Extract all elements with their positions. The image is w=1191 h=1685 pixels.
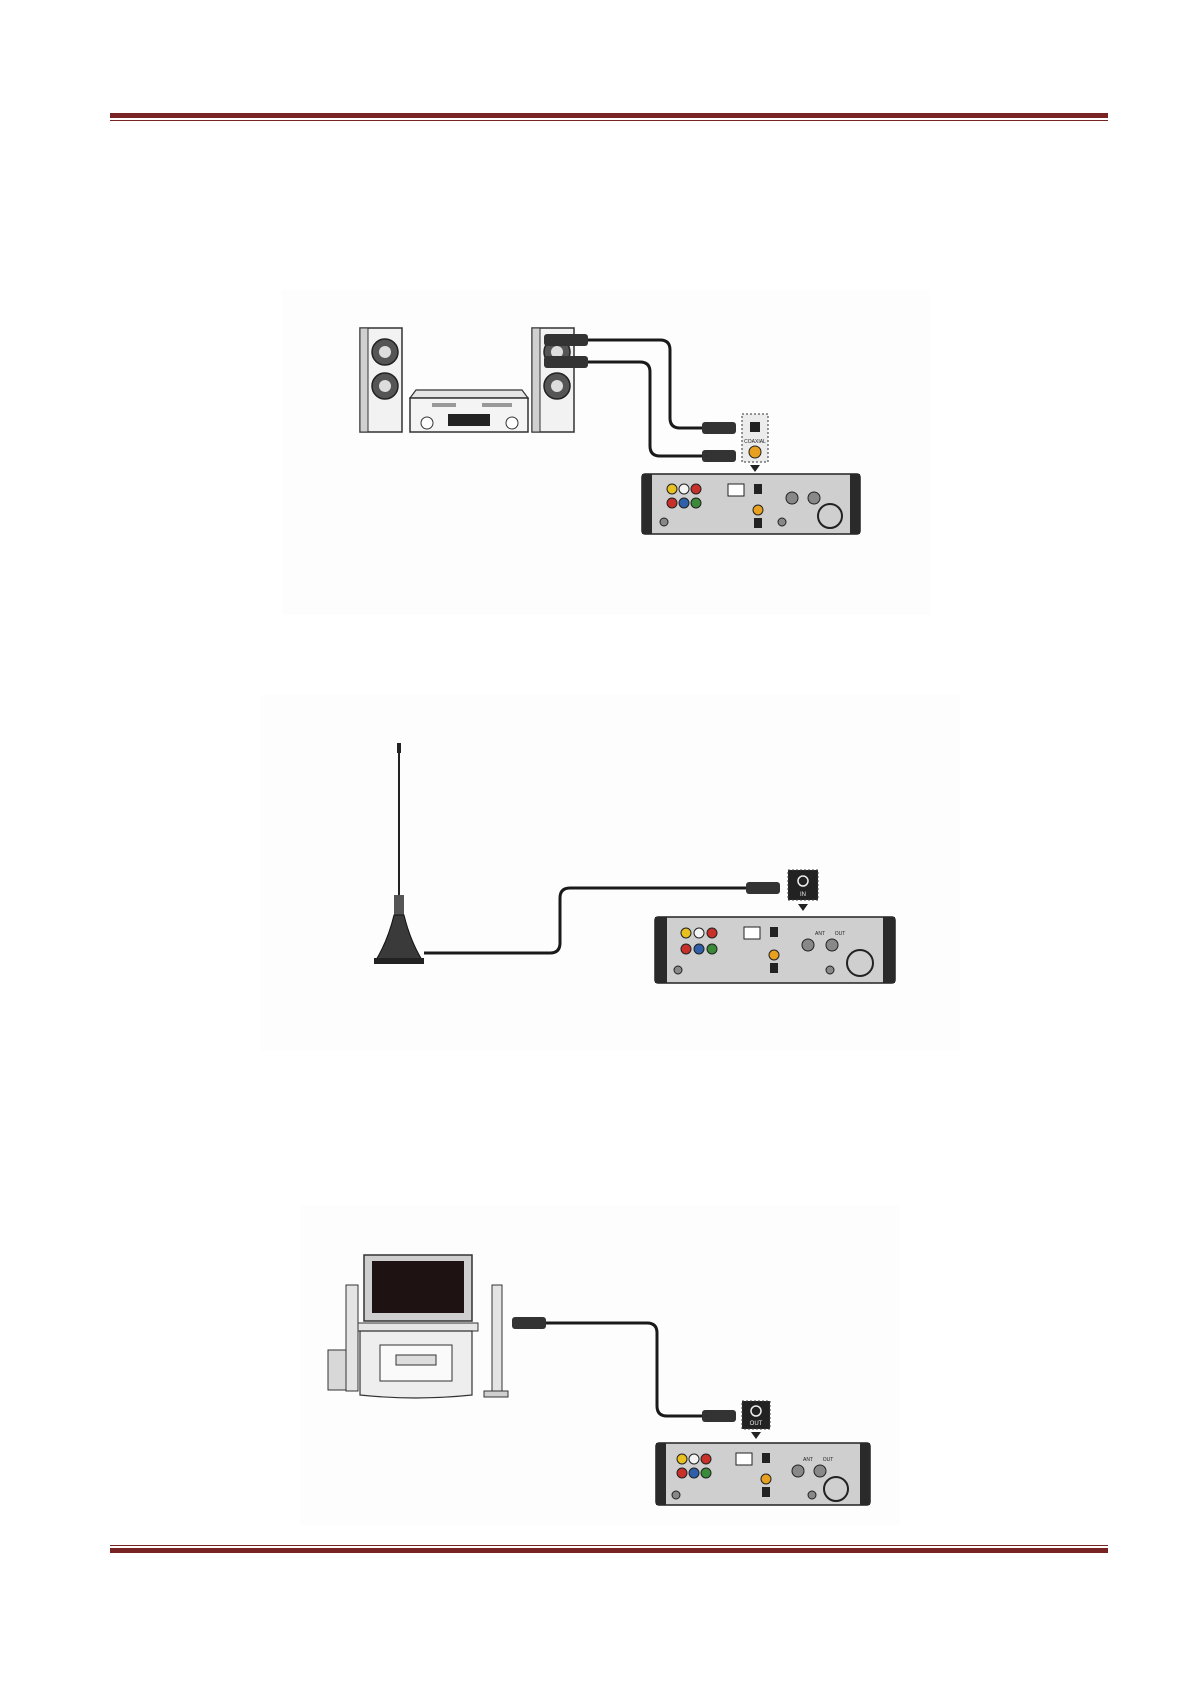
coaxial-callout-label: COAXIAL xyxy=(744,439,766,445)
ant-port-label: ANT xyxy=(803,1457,813,1463)
tv-antenna xyxy=(374,743,424,964)
diagram-tv-rf-connection: OUT ANT OUT xyxy=(300,1205,900,1525)
diagram-amplifier-connection: COAXIAL xyxy=(282,290,930,615)
out-port-label: OUT xyxy=(823,1457,834,1463)
rf-out-port-callout: OUT xyxy=(742,1401,770,1439)
rf-in-callout-label: IN xyxy=(800,892,806,898)
out-port-label: OUT xyxy=(835,931,846,937)
rf-out-callout-label: OUT xyxy=(750,1421,763,1427)
rf-in-port-callout: IN xyxy=(788,870,818,911)
left-tower-speaker xyxy=(328,1285,358,1391)
media-player-back-panel: ANT OUT xyxy=(656,1443,870,1505)
ant-port-label: ANT xyxy=(815,931,825,937)
right-tower-speaker xyxy=(484,1285,508,1397)
coaxial-port-callout: COAXIAL xyxy=(742,414,768,472)
media-player-back-panel xyxy=(642,474,860,534)
television-set xyxy=(354,1255,478,1398)
left-speaker xyxy=(360,328,402,432)
diagram-antenna-connection: IN ANT OUT xyxy=(260,695,960,1050)
footer-rule xyxy=(110,1545,1108,1553)
media-player-back-panel: ANT OUT xyxy=(655,917,895,983)
stereo-amplifier xyxy=(410,390,528,432)
header-rule xyxy=(110,113,1108,121)
rf-out-cable xyxy=(512,1317,736,1422)
